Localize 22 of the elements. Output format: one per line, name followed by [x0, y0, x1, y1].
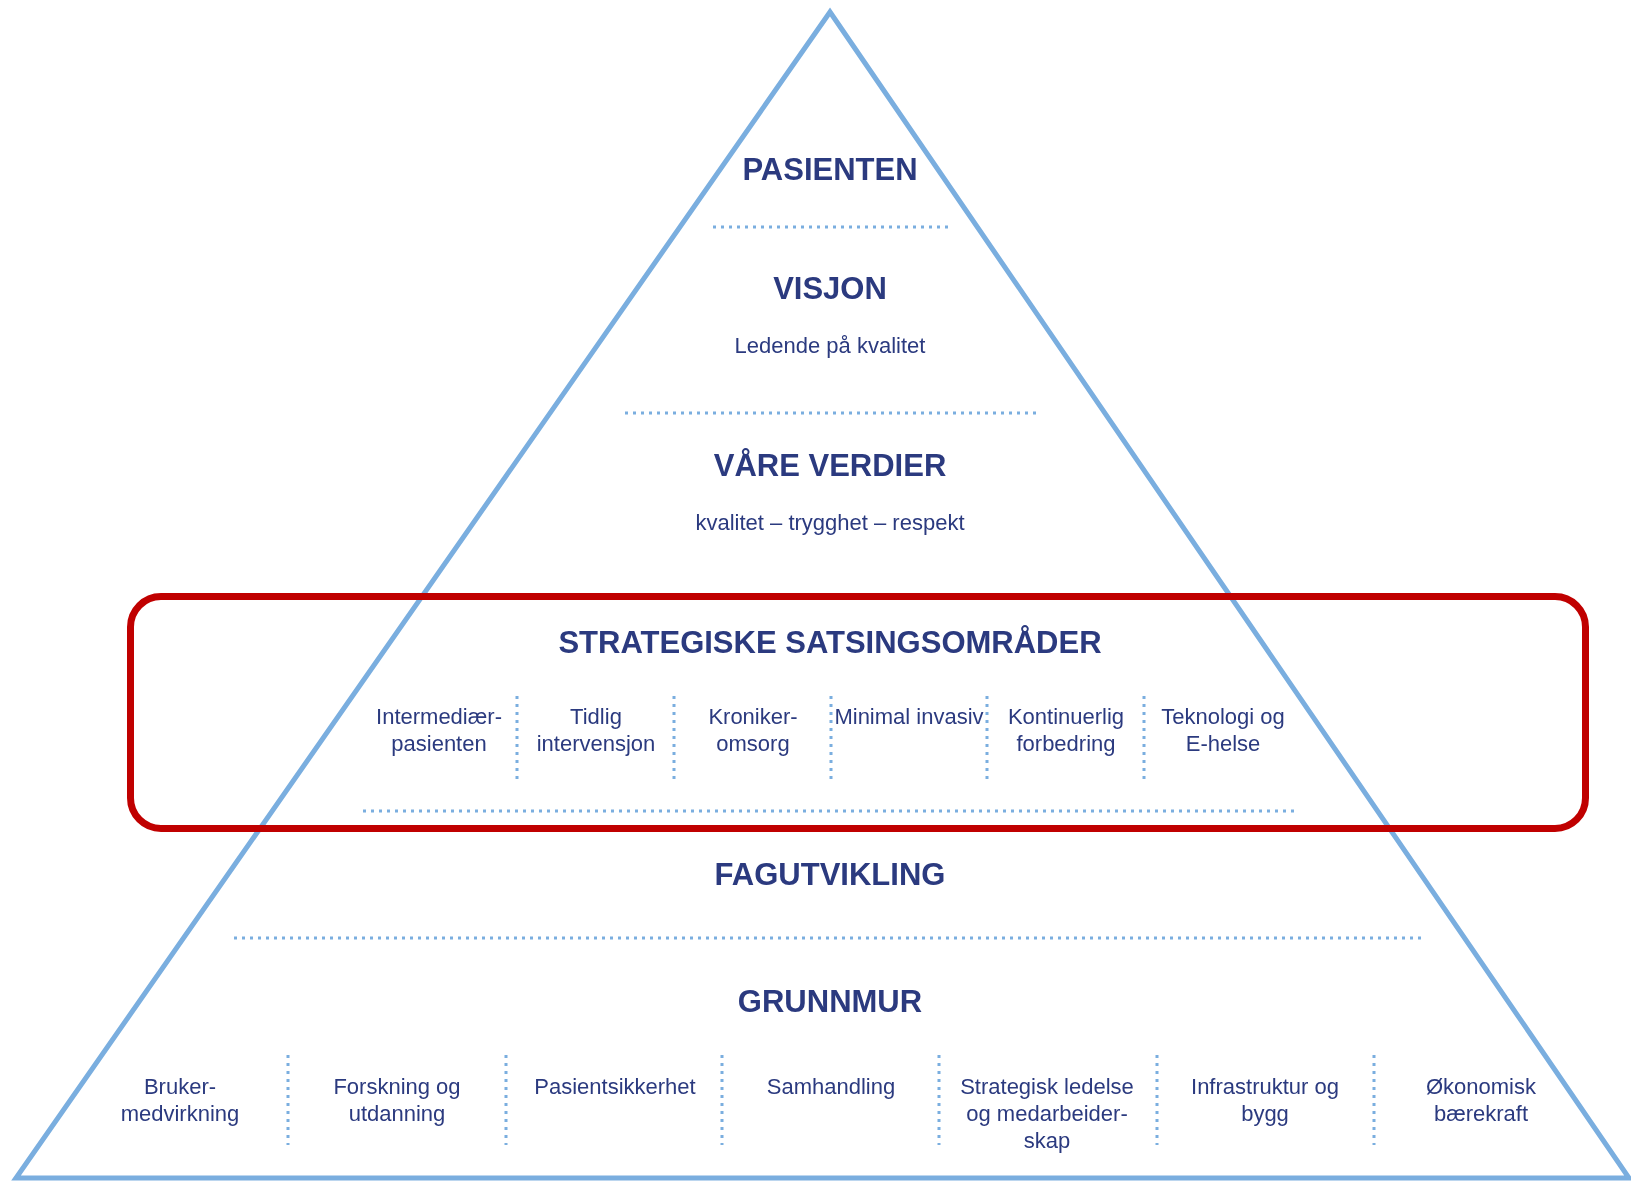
focus-area-label: Intermediær- pasienten: [375, 703, 503, 757]
focus-area-label: Minimal invasiv: [834, 703, 984, 730]
foundation-label: Økonomisk bærekraft: [1424, 1073, 1537, 1127]
level-subtitle: Ledende på kvalitet: [734, 333, 926, 359]
foundation-label: Pasientsikkerhet: [533, 1073, 697, 1100]
foundation-label: Samhandling: [765, 1073, 897, 1100]
highlight-frame: [127, 593, 1589, 832]
foundation-label: Forskning og utdanning: [332, 1073, 462, 1127]
level-heading: VISJON: [773, 271, 887, 307]
foundation-label: Bruker- medvirkning: [119, 1073, 241, 1127]
level-subtitle: kvalitet – trygghet – respekt: [695, 510, 965, 536]
level-heading: GRUNNMUR: [737, 984, 923, 1020]
foundation-label: Infrastruktur og bygg: [1190, 1073, 1340, 1127]
level-heading: STRATEGISKE SATSINGSOMRÅDER: [558, 625, 1102, 661]
level-heading: FAGUTVIKLING: [714, 857, 946, 893]
level-heading: VÅRE VERDIER: [713, 448, 947, 484]
foundation-label: Strategisk ledelse og medarbeider- skap: [959, 1073, 1135, 1154]
focus-area-label: Teknologi og E-helse: [1160, 703, 1286, 757]
focus-area-label: Kontinuerlig forbedring: [1006, 703, 1126, 757]
level-heading: PASIENTEN: [742, 152, 918, 188]
focus-area-label: Tidlig intervensjon: [535, 703, 657, 757]
focus-area-label: Kroniker- omsorg: [707, 703, 799, 757]
